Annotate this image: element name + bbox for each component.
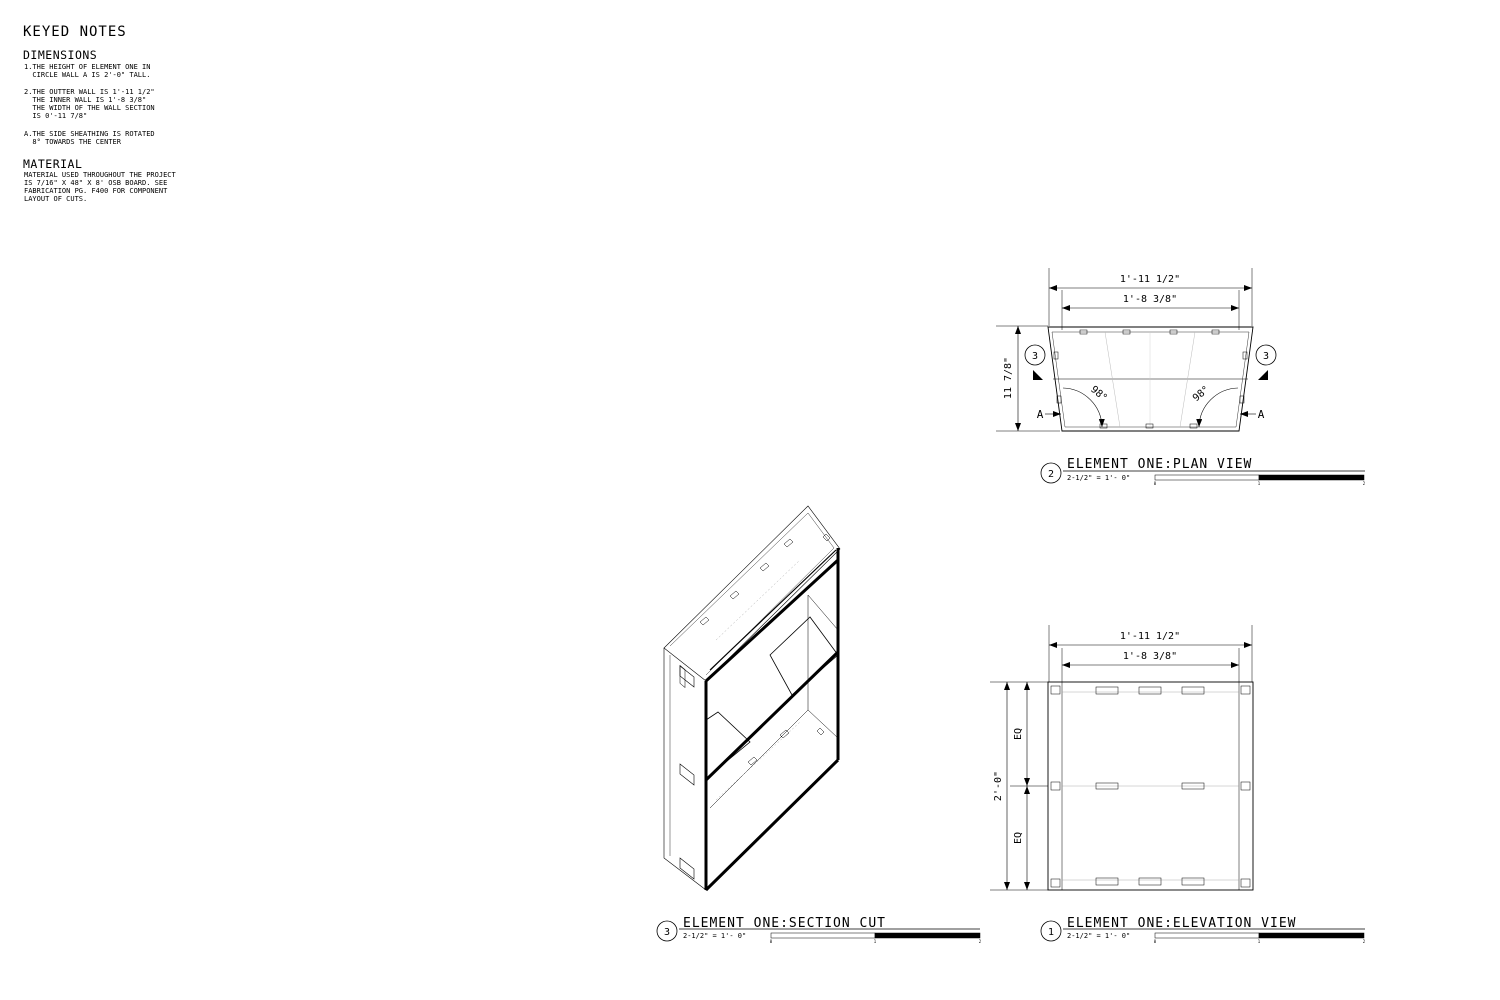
plan-view-number: 2 xyxy=(1048,469,1054,480)
elevation-view-scale: 2-1/2" = 1'- 0" xyxy=(1067,932,1131,940)
keyed-notes-title: KEYED NOTES xyxy=(23,24,127,40)
elevation-view-title: ELEMENT ONE:ELEVATION VIEW xyxy=(1067,916,1297,931)
plan-dim-depth: 11 7/8" xyxy=(1003,357,1014,399)
dimension-note-1: 1.THE HEIGHT OF ELEMENT ONE IN CIRCLE WA… xyxy=(24,63,151,79)
section-cut-scale: 2-1/2" = 1'- 0" xyxy=(683,932,747,940)
material-text: MATERIAL USED THROUGHOUT THE PROJECT IS … xyxy=(24,171,176,203)
plan-dim-inner: 1'-8 3/8" xyxy=(1123,294,1177,305)
plan-scale-tick-1: 1 xyxy=(1258,481,1261,486)
section-scale-tick-1: 1 xyxy=(874,939,877,944)
plan-scale-tick-0: 0 xyxy=(1154,481,1157,486)
elevation-view-number: 1 xyxy=(1048,927,1054,938)
elev-dim-eq-bottom: EQ xyxy=(1013,832,1024,844)
elev-scale-tick-0: 0 xyxy=(1154,939,1157,944)
section-letter-left: A xyxy=(1037,408,1044,421)
dimension-note-a: A.THE SIDE SHEATHING IS ROTATED 8° TOWAR… xyxy=(24,130,155,146)
plan-dim-outer: 1'-11 1/2" xyxy=(1120,274,1180,285)
plan-view-scale: 2-1/2" = 1'- 0" xyxy=(1067,474,1131,482)
elev-scale-tick-2: 2 xyxy=(1363,939,1366,944)
section-letter-right: A xyxy=(1258,408,1265,421)
section-cut-number: 3 xyxy=(664,927,670,938)
elev-dim-eq-top: EQ xyxy=(1013,728,1024,740)
plan-view-title: ELEMENT ONE:PLAN VIEW xyxy=(1067,457,1253,472)
plan-view xyxy=(996,268,1365,484)
section-marker-left: 3 xyxy=(1032,351,1038,362)
elevation-view xyxy=(990,625,1365,942)
section-scale-tick-2: 2 xyxy=(979,939,982,944)
elev-scale-tick-1: 1 xyxy=(1258,939,1261,944)
section-cut-title: ELEMENT ONE:SECTION CUT xyxy=(683,916,887,931)
elev-dim-inner: 1'-8 3/8" xyxy=(1123,651,1177,662)
dimension-note-2: 2.THE OUTTER WALL IS 1'-11 1/2" THE INNE… xyxy=(24,88,155,120)
elev-dim-outer: 1'-11 1/2" xyxy=(1120,631,1180,642)
elev-dim-height: 2'-0" xyxy=(993,771,1004,801)
material-heading: MATERIAL xyxy=(23,157,83,171)
plan-angle-right: 98° xyxy=(1191,384,1212,404)
section-marker-right: 3 xyxy=(1263,351,1269,362)
dimensions-heading: DIMENSIONS xyxy=(23,48,98,62)
section-cut-view xyxy=(656,505,981,942)
section-scale-tick-0: 0 xyxy=(770,939,773,944)
plan-scale-tick-2: 2 xyxy=(1363,481,1366,486)
